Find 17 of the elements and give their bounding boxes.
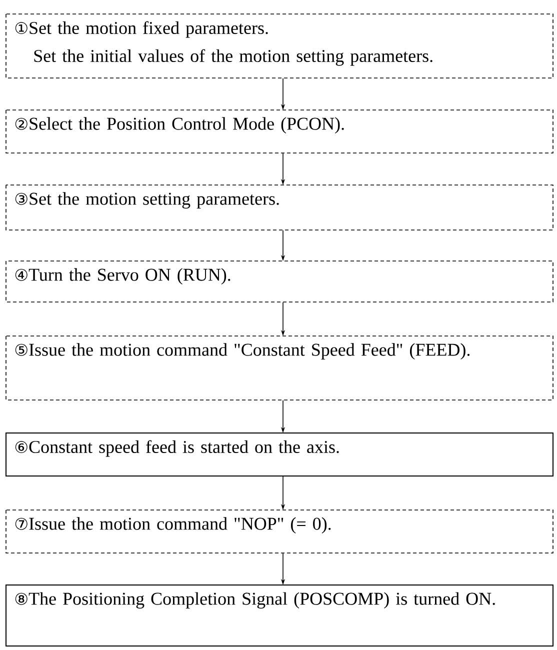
step-box: [6, 584, 554, 646]
step-text: ④Turn the Servo ON (RUN).: [15, 268, 230, 284]
step-box: [6, 260, 554, 302]
step-box: [6, 184, 554, 230]
step-box: [6, 510, 554, 554]
step-text: ②Select the Position Control Mode (PCON).: [15, 117, 344, 134]
step-box: [6, 110, 554, 154]
step-text: ⑦Issue the motion command "NOP" (= 0).: [15, 517, 331, 534]
step-text: ①Set the motion fixed parameters.: [15, 21, 268, 38]
step-box: [6, 14, 554, 78]
step-text: ⑧The Positioning Completion Signal (POSCOMP) is turned ON.: [15, 592, 495, 609]
step-text: Set the initial values of the motion setting parameters.: [34, 49, 432, 66]
step-box: [6, 432, 554, 476]
step-box: [6, 336, 554, 400]
step-text: ③Set the motion setting parameters.: [15, 192, 279, 209]
step-text: ⑥Constant speed feed is started on the axis.: [15, 440, 339, 457]
step-text: ⑤Issue the motion command "Constant Speed Feed" (FEED).: [15, 343, 470, 360]
